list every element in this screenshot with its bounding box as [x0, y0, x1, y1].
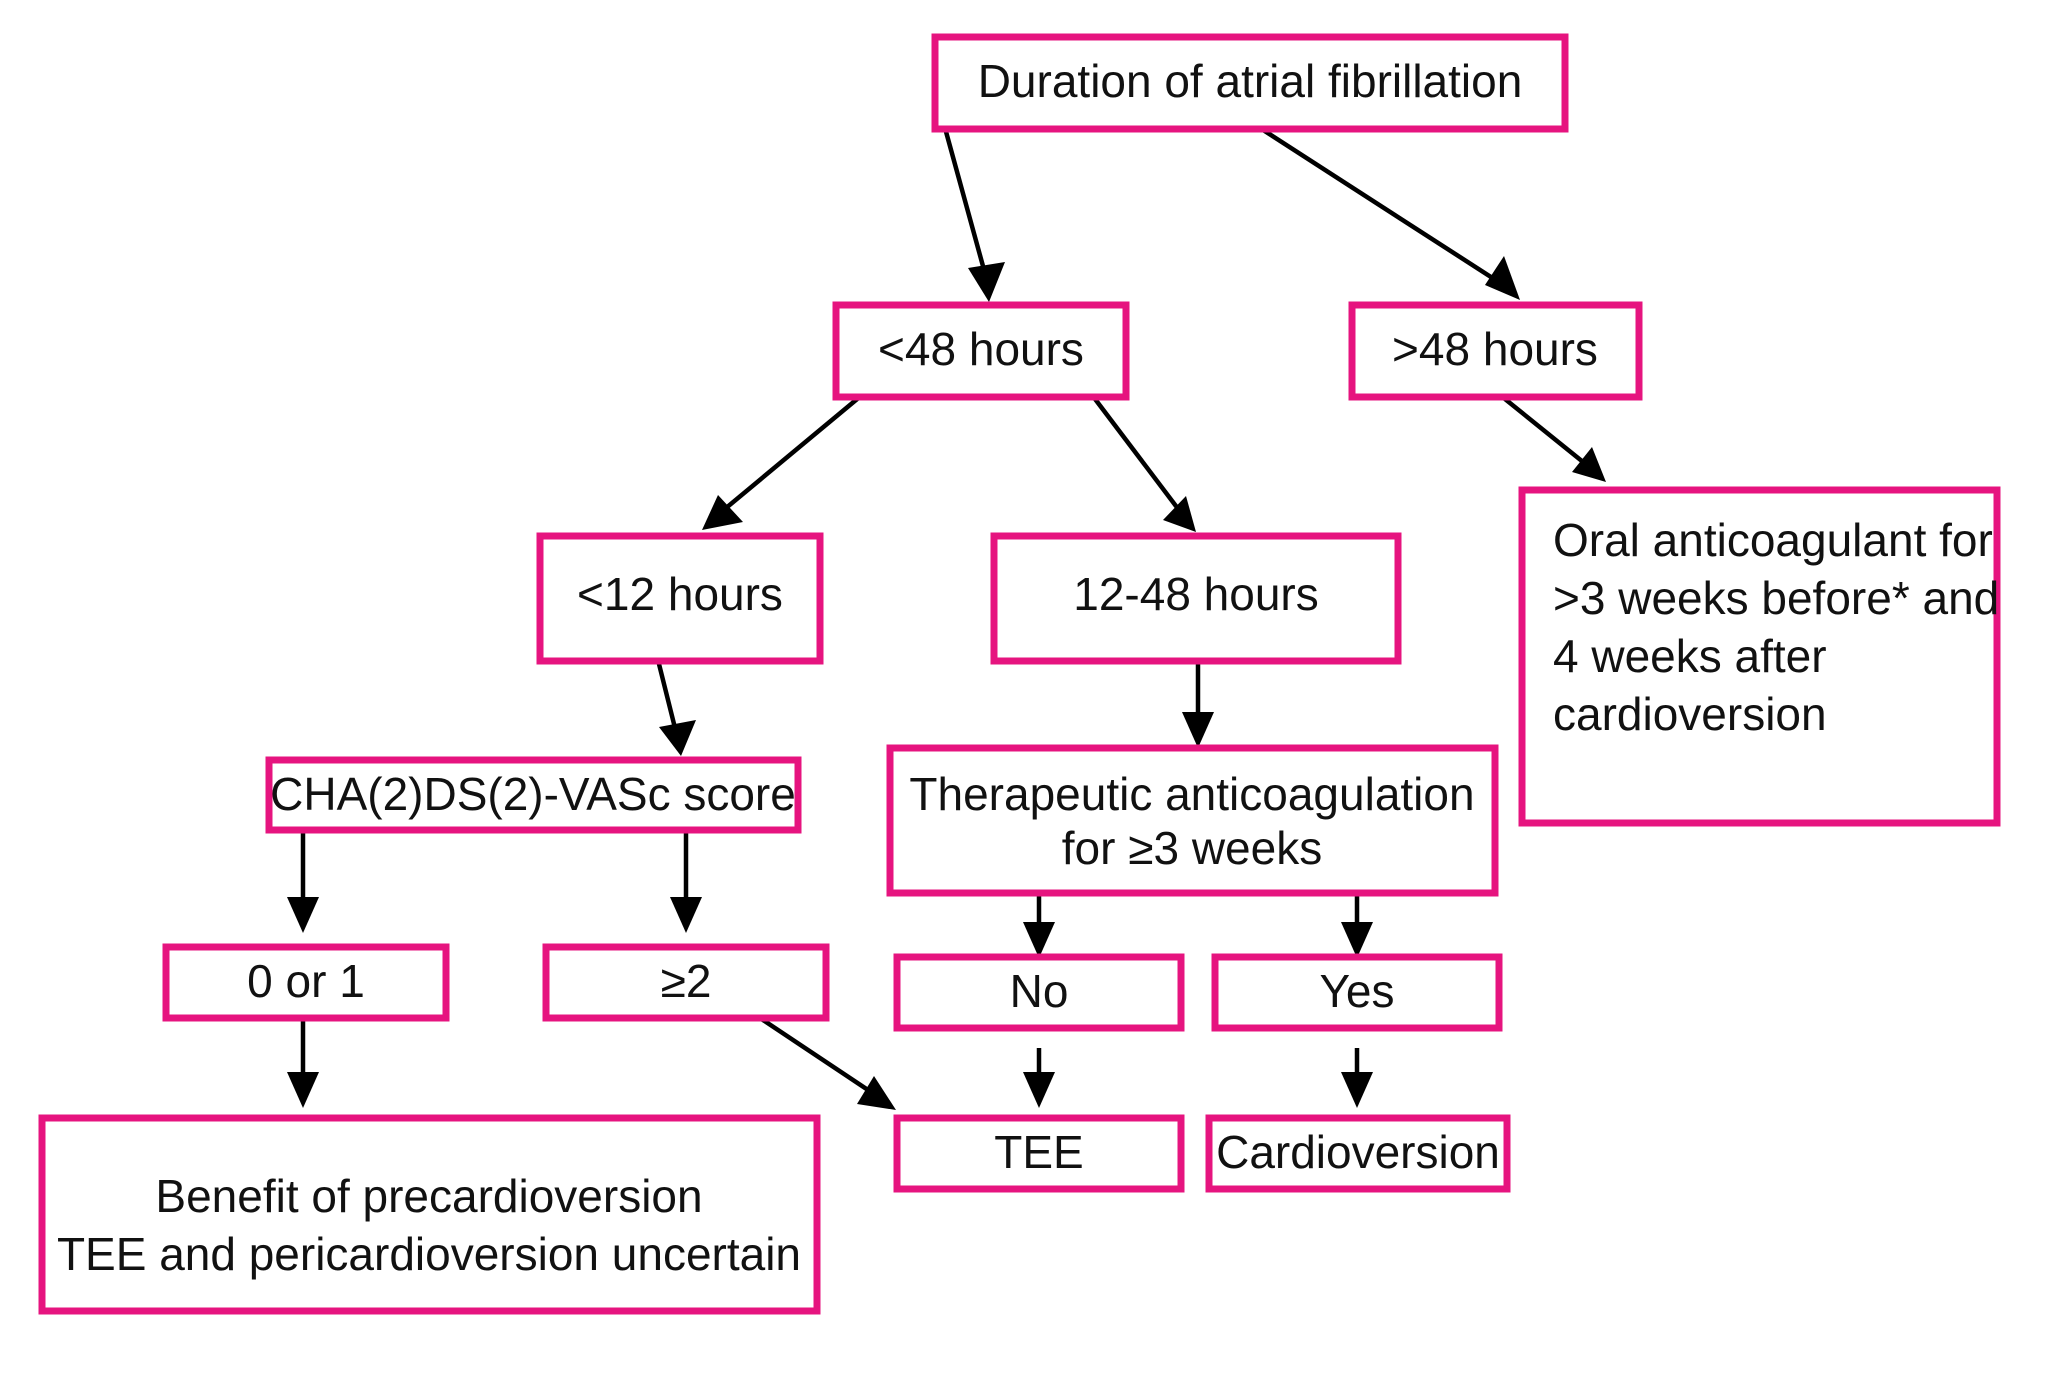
node-score-2-or-more[interactable]: ≥2 [542, 943, 830, 1022]
node-no-label: No [1010, 965, 1069, 1017]
node-layer: Duration of atrial fibrillation <48 hour… [38, 33, 2001, 1315]
node-oralac-line-2: >3 weeks before* and [1553, 572, 1999, 624]
edge-duration-to-lt48 [942, 127, 1005, 302]
node-duration-of-atrial-fibrillation[interactable]: Duration of atrial fibrillation [931, 33, 1569, 133]
node-cardioversion[interactable]: Cardioversion [1205, 1114, 1511, 1193]
node-score-0-or-1[interactable]: 0 or 1 [162, 943, 450, 1022]
edge-no-to-tee [1023, 1048, 1055, 1108]
node-chads-vasc-score[interactable]: CHA(2)DS(2)-VASc score [265, 756, 802, 834]
edge-lt12-to-chads [655, 659, 696, 756]
node-oral-anticoagulant[interactable]: Oral anticoagulant for >3 weeks before* … [1518, 486, 2001, 827]
node-12-to-48-hours[interactable]: 12-48 hours [990, 532, 1402, 665]
node-yes[interactable]: Yes [1211, 953, 1503, 1032]
edge-h12to48-to-therapeuticac [1182, 660, 1214, 748]
node-benefit-uncertain[interactable]: Benefit of precardioversion TEE and peri… [38, 1114, 821, 1315]
edge-yes-to-cardioversion [1341, 1048, 1373, 1108]
edge-score2plus-to-tee [758, 1016, 896, 1110]
node-12to48-label: 12-48 hours [1073, 568, 1319, 620]
edge-score0or1-to-benefit [287, 1018, 319, 1108]
edge-duration-to-gt48 [1258, 126, 1520, 300]
node-gt48-label: >48 hours [1392, 323, 1598, 375]
node-benefit-line-2: TEE and pericardioversion uncertain [57, 1228, 801, 1280]
node-cardioversion-label: Cardioversion [1216, 1126, 1500, 1178]
node-oralac-line-3: 4 weeks after [1553, 630, 1827, 682]
node-less-than-48-hours[interactable]: <48 hours [832, 301, 1130, 401]
node-lt48-label: <48 hours [878, 323, 1084, 375]
node-therapeuticac-line-2: for ≥3 weeks [1062, 822, 1322, 874]
node-oralac-line-4: cardioversion [1553, 688, 1827, 740]
edge-therapeuticac-to-yes [1341, 893, 1373, 958]
node-benefit-line-1: Benefit of precardioversion [155, 1170, 702, 1222]
node-tee[interactable]: TEE [893, 1114, 1185, 1193]
node-score2plus-label: ≥2 [661, 955, 712, 1007]
node-lt12-label: <12 hours [577, 568, 783, 620]
node-no[interactable]: No [893, 953, 1185, 1032]
node-yes-label: Yes [1319, 965, 1394, 1017]
node-oralac-line-1: Oral anticoagulant for [1553, 514, 1993, 566]
node-tee-label: TEE [994, 1126, 1083, 1178]
edge-chads-to-score2plus [670, 830, 702, 933]
edge-layer [287, 126, 1606, 1110]
edge-lt48-to-h12to48 [1090, 393, 1196, 532]
edge-therapeuticac-to-no [1023, 893, 1055, 958]
node-score0or1-label: 0 or 1 [247, 955, 365, 1007]
node-greater-than-48-hours[interactable]: >48 hours [1348, 301, 1643, 401]
edge-chads-to-score0or1 [287, 830, 319, 933]
edge-lt48-to-lt12 [702, 393, 864, 530]
node-less-than-12-hours[interactable]: <12 hours [536, 532, 824, 665]
node-duration-label: Duration of atrial fibrillation [978, 55, 1523, 107]
node-therapeutic-anticoagulation[interactable]: Therapeutic anticoagulation for ≥3 weeks [886, 744, 1499, 897]
node-therapeuticac-line-1: Therapeutic anticoagulation [909, 768, 1474, 820]
edge-gt48-to-oralac [1498, 393, 1606, 482]
node-chads-label: CHA(2)DS(2)-VASc score [270, 768, 796, 820]
